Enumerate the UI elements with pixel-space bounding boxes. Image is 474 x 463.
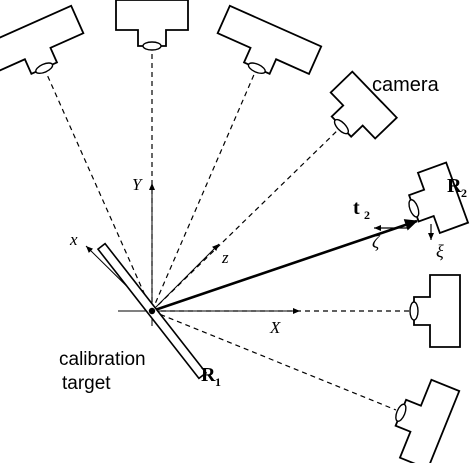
calibration-label-line2: target [62,373,111,394]
camera-4 [329,70,399,140]
axis-X-label: X [269,318,281,337]
camera-2 [115,0,189,51]
rotation2-label: R [447,175,462,197]
ray-camera-4 [151,127,341,312]
axis-Y-label: Y [132,175,143,194]
zeta-label: ζ [372,232,381,252]
camera-1 [0,4,85,76]
camera-6 [409,274,461,348]
camera-axes [374,224,434,240]
translation-vector [151,219,418,313]
axis-x-label: x [69,230,78,249]
camera-7 [394,378,461,463]
viewing-rays [44,50,410,411]
xi-label: ξ [436,241,444,261]
rotation1-label: R [201,364,216,386]
translation-label: t [353,197,360,219]
calibration-label-line1: calibration [59,349,146,370]
camera-label: camera [372,74,440,96]
ray-camera-1 [44,69,153,312]
rotation1-subscript: 1 [215,375,221,389]
rotation2-subscript: 2 [461,186,467,200]
camera-3 [216,4,323,76]
camera-5 [407,161,470,235]
translation-subscript: 2 [364,208,370,222]
target-origin [148,307,156,315]
ray-camera-7 [151,310,397,411]
ray-camera-3 [151,69,257,312]
target-z-axis [151,243,220,312]
axis-z-label: z [221,248,229,267]
